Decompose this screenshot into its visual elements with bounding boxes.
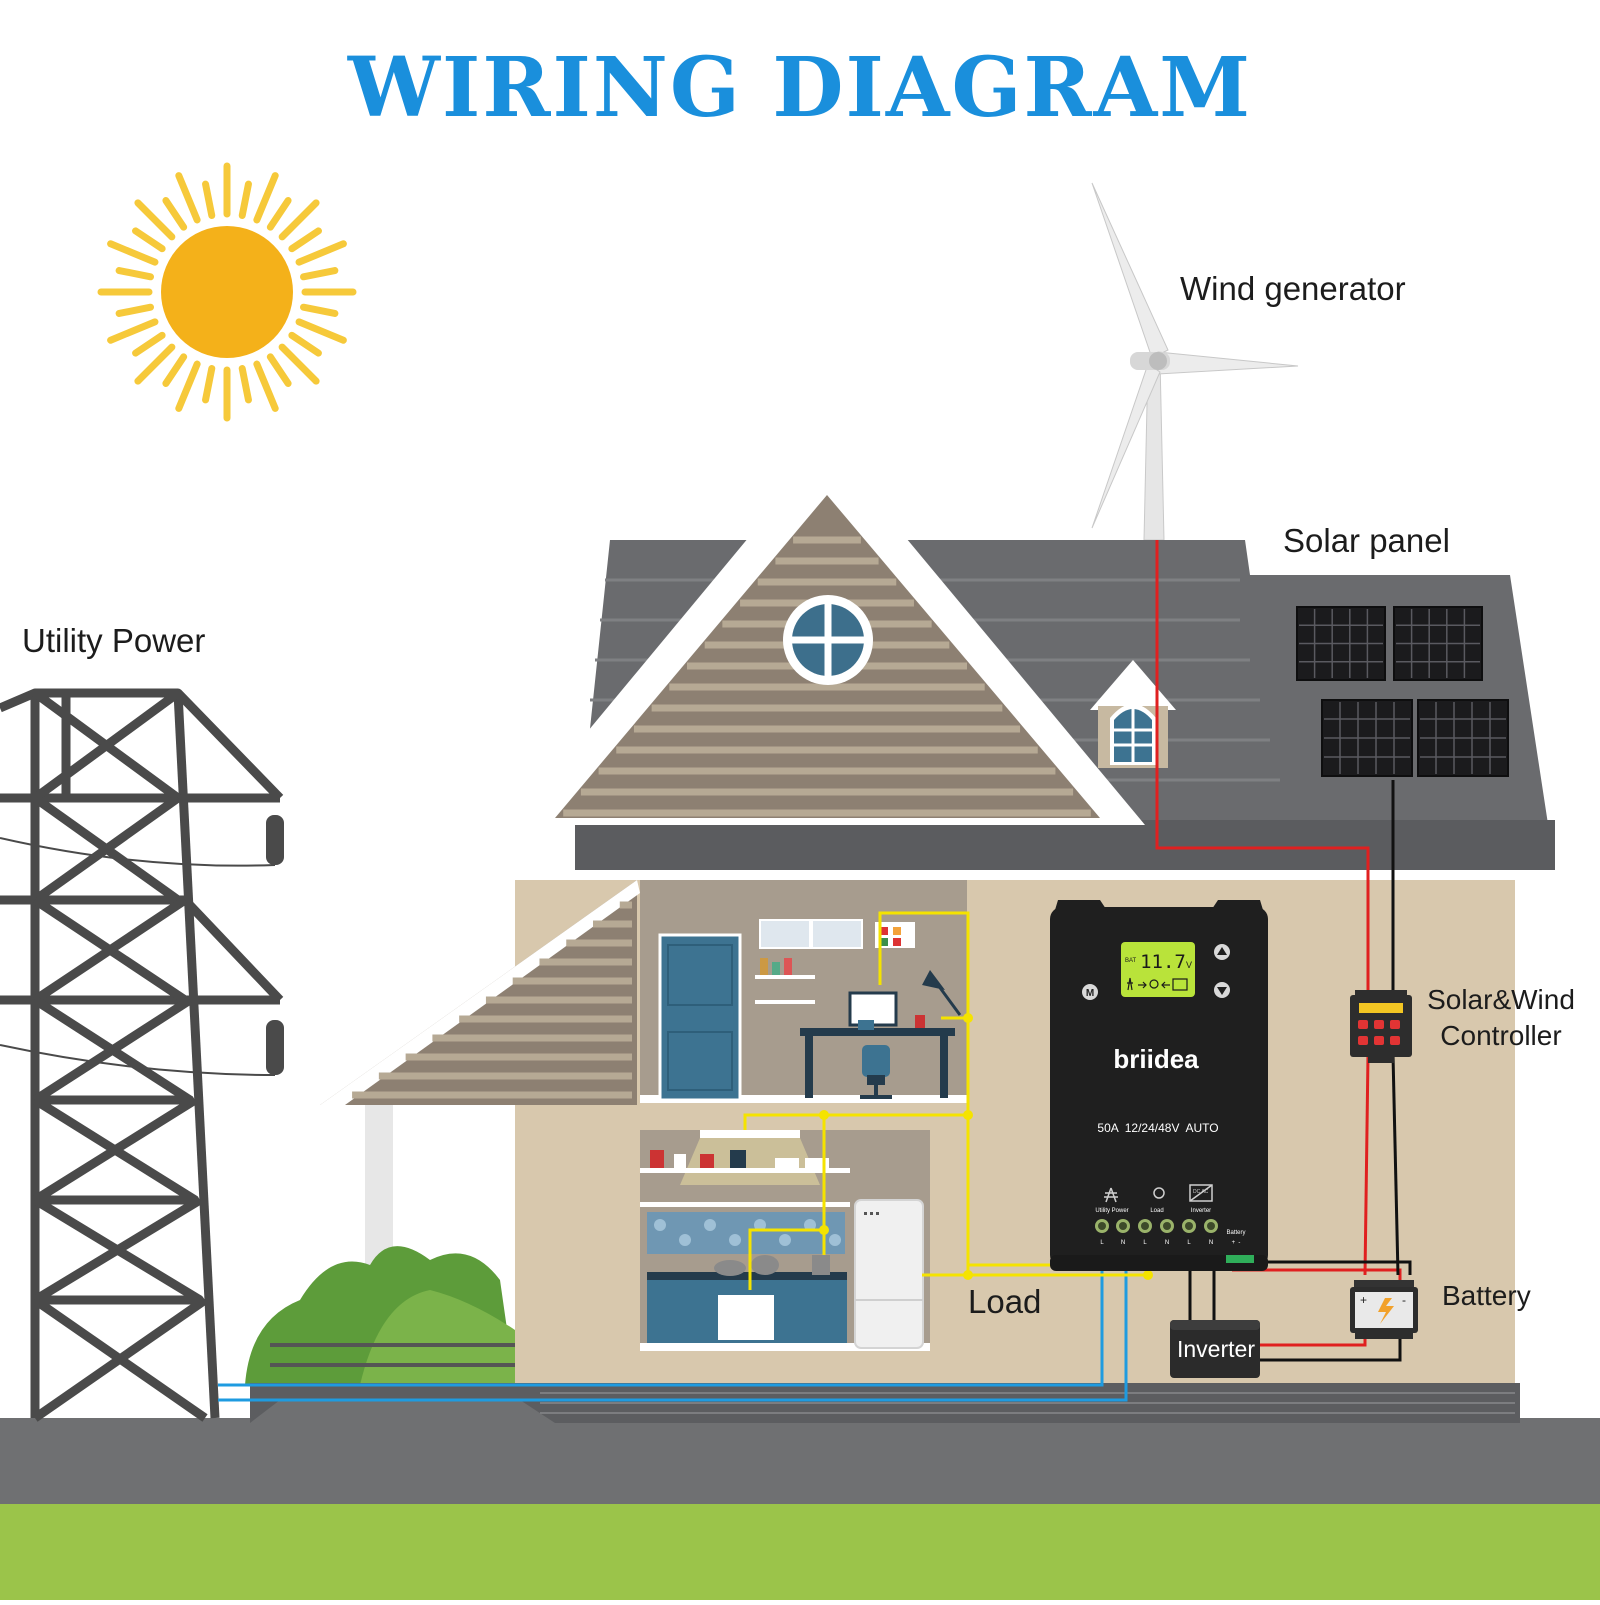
fridge	[854, 1199, 924, 1349]
lcd-flow-icons	[1127, 977, 1188, 991]
terminal-letter: N	[1165, 1240, 1169, 1246]
svg-text:+: +	[1360, 1293, 1367, 1307]
inverter-icon	[1170, 1320, 1260, 1378]
label-utility-power: Utility Power	[22, 622, 206, 659]
kitchen-room	[640, 1130, 930, 1351]
solar-panels-icon	[1296, 606, 1509, 777]
label-inverter: Inverter	[1177, 1336, 1255, 1362]
foundation	[250, 1383, 1520, 1423]
sun-disc	[161, 226, 293, 358]
label-controller-line1: Solar&Wind	[1427, 984, 1575, 1015]
svg-text:-: -	[1402, 1293, 1406, 1307]
controller-brand: briidea	[1113, 1044, 1199, 1074]
terminal-group-load: Load	[1150, 1208, 1163, 1214]
lcd-unit: V	[1186, 960, 1192, 970]
grass	[0, 1504, 1600, 1600]
terminal-letter: N	[1209, 1240, 1213, 1246]
power-pylon-icon	[0, 688, 284, 1422]
terminal-group-inverter: Inverter	[1191, 1208, 1211, 1214]
diagram-title: WIRING DIAGRAM	[347, 40, 1253, 136]
wind-turbine-icon	[1091, 182, 1299, 541]
solar-wind-controller-icon	[1350, 990, 1412, 1063]
inverter-icon-text: DC AC	[1193, 1189, 1209, 1195]
menu-button-label: M	[1086, 988, 1094, 999]
label-load: Load	[968, 1283, 1042, 1320]
menu-button	[1082, 984, 1098, 1000]
terminal-letter: N	[1121, 1240, 1125, 1246]
battery-terminal-block	[1226, 1255, 1240, 1263]
lcd-value: 11.7	[1140, 951, 1186, 973]
house-gable	[510, 443, 1145, 825]
terminal-letter: L	[1143, 1240, 1147, 1246]
dc-negative-wires	[1188, 780, 1412, 1362]
terminal-letter: L	[1187, 1240, 1191, 1246]
power-cables	[0, 837, 276, 1076]
load-wire-joints	[819, 1013, 1153, 1280]
power-line-insulators	[266, 815, 284, 1075]
label-battery: Battery	[1442, 1280, 1531, 1311]
battery-icon: + -	[1350, 1280, 1418, 1339]
charge-controller	[1050, 900, 1268, 1271]
road-ground	[0, 1418, 1600, 1506]
controller-spec: 50A 12/24/48V AUTO	[1097, 1121, 1218, 1135]
terminal-screws	[1095, 1219, 1218, 1233]
label-wind-generator: Wind generator	[1180, 270, 1406, 307]
lcd-tag: BAT	[1125, 958, 1137, 964]
sun-icon	[97, 162, 357, 422]
utility-wires	[218, 1257, 1128, 1402]
office-room	[640, 880, 967, 1103]
lcd-display	[1121, 942, 1195, 997]
battery-terminal-signs: + -	[1232, 1240, 1241, 1246]
label-controller-line2: Controller	[1440, 1020, 1562, 1051]
label-solar-panel: Solar panel	[1283, 522, 1450, 559]
terminal-group-utility: Utility Power	[1095, 1208, 1128, 1214]
terminal-letter: L	[1100, 1240, 1104, 1246]
battery-terminal-label: Battery	[1226, 1230, 1245, 1236]
dc-positive-wires	[1155, 540, 1402, 1347]
door	[658, 933, 742, 1102]
